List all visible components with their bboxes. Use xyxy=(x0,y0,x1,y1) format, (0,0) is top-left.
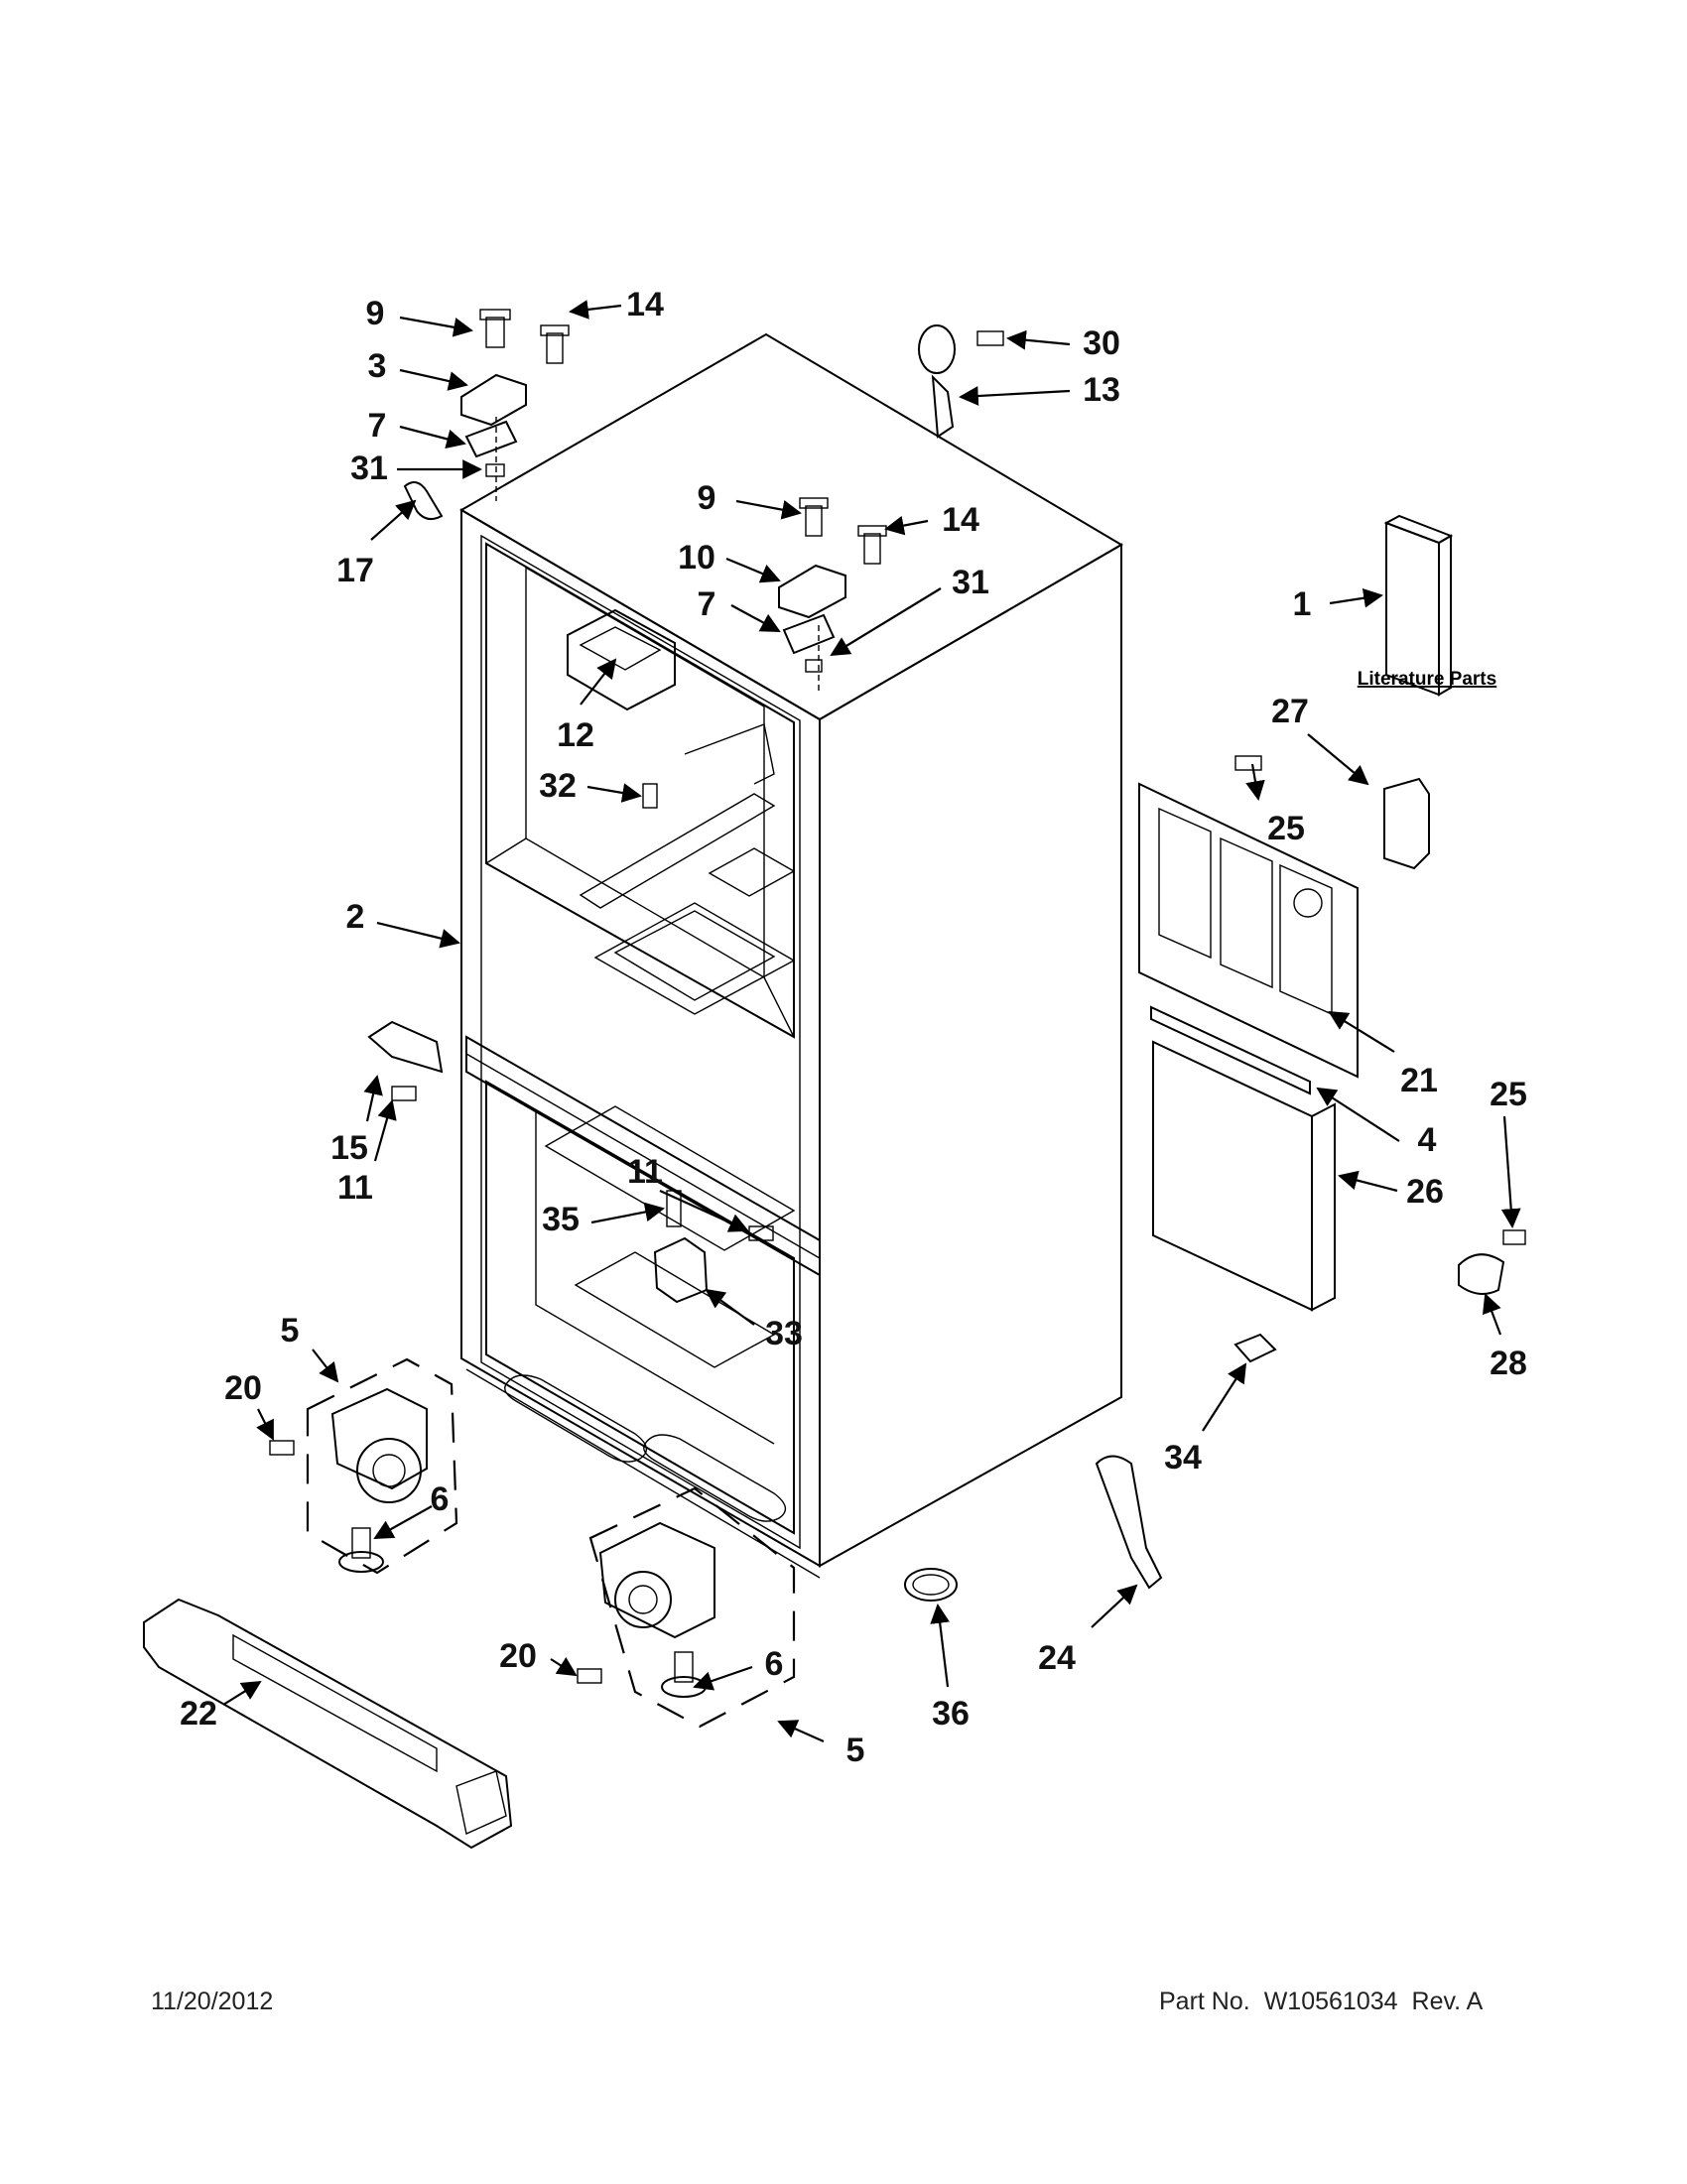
light-housing-12 xyxy=(567,608,676,809)
literature-book xyxy=(1383,514,1454,697)
footer-part-number: Part No. W10561034 Rev. A xyxy=(1159,1988,1496,2016)
callout-6: 6 xyxy=(431,1480,450,1518)
callout-11: 11 xyxy=(337,1169,373,1207)
part-label: Part No. xyxy=(1159,1988,1250,2015)
top-left-hinge-assembly xyxy=(460,309,570,477)
callout-7: 7 xyxy=(698,585,716,623)
callout-4: 4 xyxy=(1418,1121,1437,1159)
callout-36: 36 xyxy=(932,1695,970,1733)
callout-11: 11 xyxy=(627,1153,663,1191)
callout-7: 7 xyxy=(368,407,387,445)
callout-31: 31 xyxy=(350,450,388,487)
callout-24: 24 xyxy=(1038,1639,1076,1677)
revision: Rev. A xyxy=(1411,1988,1484,2015)
callout-25: 25 xyxy=(1490,1076,1527,1113)
callout-14: 14 xyxy=(626,286,664,323)
top-center-hinge-assembly xyxy=(778,497,887,673)
callout-10: 10 xyxy=(678,539,715,577)
callout-20: 20 xyxy=(499,1637,537,1675)
callout-17: 17 xyxy=(336,552,374,589)
left-roller-assembly xyxy=(269,1357,458,1575)
callout-13: 13 xyxy=(1083,371,1120,409)
callout-35: 35 xyxy=(542,1201,580,1238)
literature-parts-label: Literature Parts xyxy=(1358,669,1496,690)
part-number: W10561034 xyxy=(1263,1988,1398,2015)
right-roller-assembly xyxy=(577,1486,796,1729)
callout-27: 27 xyxy=(1271,693,1309,730)
footer-date: 11/20/2012 xyxy=(151,1988,274,2015)
callout-5: 5 xyxy=(281,1312,300,1349)
callout-2: 2 xyxy=(346,898,365,936)
callout-9: 9 xyxy=(698,479,716,517)
callout-12: 12 xyxy=(557,716,594,754)
callout-15: 15 xyxy=(330,1129,368,1167)
callout-21: 21 xyxy=(1400,1062,1438,1099)
center-hinge-15 xyxy=(367,1020,444,1101)
center-bracket-33 xyxy=(653,1190,774,1304)
callout-32: 32 xyxy=(539,767,577,805)
callout-3: 3 xyxy=(368,347,387,385)
wrench-24 xyxy=(1095,1455,1163,1590)
callout-34: 34 xyxy=(1164,1439,1202,1477)
callout-26: 26 xyxy=(1406,1173,1444,1211)
callout-1: 1 xyxy=(1293,585,1312,623)
insulation-pad-26 xyxy=(1152,1040,1336,1312)
callout-20: 20 xyxy=(224,1369,262,1407)
clamp-28 xyxy=(1458,1229,1526,1295)
ring-36 xyxy=(904,1568,958,1602)
callout-22: 22 xyxy=(180,1695,217,1733)
leader-lines xyxy=(222,300,1521,1743)
callout-6: 6 xyxy=(765,1645,784,1683)
callout-28: 28 xyxy=(1490,1345,1527,1382)
callout-31: 31 xyxy=(952,564,989,601)
refrigerator-cabinet xyxy=(459,332,1123,1579)
hinge-shim-17 xyxy=(403,481,444,521)
callout-labels: 9 14 3 7 31 17 30 13 9 14 10 7 31 1 12 3… xyxy=(180,286,1527,1769)
clip-27 xyxy=(1383,777,1430,870)
top-right-cover-13 xyxy=(918,324,1004,439)
callout-5: 5 xyxy=(846,1732,865,1769)
toe-grille-22 xyxy=(143,1598,513,1850)
spacer-34 xyxy=(1233,1333,1277,1363)
callout-33: 33 xyxy=(765,1315,803,1352)
seal-strip-4 xyxy=(1150,1005,1311,1095)
callout-30: 30 xyxy=(1083,324,1120,362)
callout-9: 9 xyxy=(366,295,385,332)
callout-14: 14 xyxy=(942,501,979,539)
callout-25: 25 xyxy=(1267,810,1305,847)
